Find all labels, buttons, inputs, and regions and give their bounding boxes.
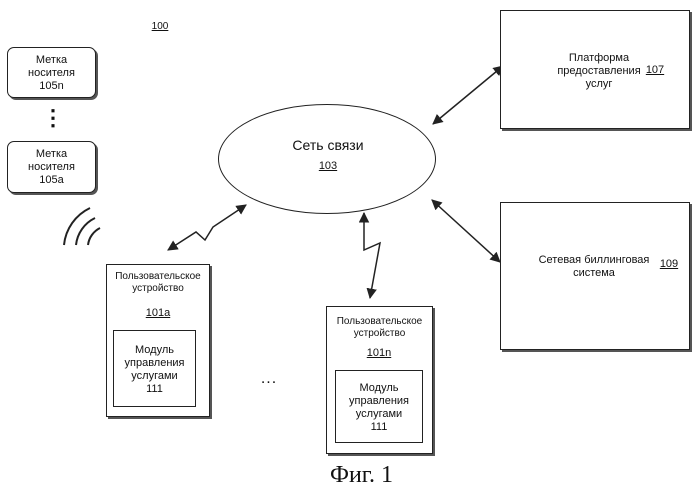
carrier-tag-105a-line2: носителя — [7, 161, 96, 174]
network-platform-arrow — [433, 66, 503, 124]
service-module-101n-id: 111 — [335, 421, 423, 434]
billing-system-line1: Сетевая биллинговая — [530, 254, 658, 267]
user-device-101a-label: Пользовательское устройство — [108, 271, 208, 295]
user-device-101n-label: Пользовательское устройство — [328, 316, 431, 340]
billing-system-line2: система — [530, 267, 658, 280]
carrier-tag-105a-label: Метка носителя 105a — [7, 148, 96, 187]
service-module-101a-line3: услугами — [113, 370, 196, 383]
service-platform-line3: услуг — [548, 78, 650, 91]
network-device-n-wireless-link — [364, 213, 380, 298]
service-module-101a-label: Модуль управления услугами 111 — [113, 344, 196, 396]
billing-system-label: Сетевая биллинговая система — [530, 254, 658, 280]
carrier-tag-105a-id: 105a — [7, 174, 96, 187]
carrier-tag-105a-line1: Метка — [7, 148, 96, 161]
user-device-101a-id: 101a — [138, 307, 178, 320]
service-module-101n-line2: управления — [335, 395, 423, 408]
user-device-101n-line2: устройство — [328, 328, 431, 340]
user-device-101n-id: 101n — [359, 347, 399, 360]
network-label: Сеть связи — [258, 137, 398, 153]
service-platform-line2: предоставления — [548, 65, 650, 78]
user-device-101a-line2: устройство — [108, 283, 208, 295]
service-platform-label: Платформа предоставления услуг — [548, 52, 650, 91]
carrier-tag-105n-id: 105n — [7, 80, 96, 93]
communication-network — [218, 104, 436, 214]
carrier-tag-105n-line2: носителя — [7, 67, 96, 80]
network-id: 103 — [308, 160, 348, 173]
user-device-101n-line1: Пользовательское — [328, 316, 431, 328]
service-module-101n-line1: Модуль — [335, 382, 423, 395]
figure-reference-number: 100 — [148, 20, 172, 33]
carrier-tag-105n-line1: Метка — [7, 54, 96, 67]
service-module-101n-line3: услугами — [335, 408, 423, 421]
network-device-a-wireless-link — [168, 205, 246, 250]
billing-system-id: 109 — [654, 258, 684, 271]
vertical-ellipsis: ⋮ — [42, 106, 62, 130]
service-module-101a-id: 111 — [113, 383, 196, 396]
user-device-101a-line1: Пользовательское — [108, 271, 208, 283]
network-billing-arrow — [432, 200, 500, 262]
horizontal-ellipsis: ... — [254, 370, 284, 388]
service-module-101n-label: Модуль управления услугами 111 — [335, 382, 423, 434]
service-module-101a-line2: управления — [113, 357, 196, 370]
carrier-tag-105n-label: Метка носителя 105n — [7, 54, 96, 93]
service-platform-id: 107 — [640, 64, 670, 77]
service-module-101a-line1: Модуль — [113, 344, 196, 357]
service-platform-line1: Платформа — [548, 52, 650, 65]
wireless-signal-icon — [64, 208, 100, 245]
figure-caption: Фиг. 1 — [330, 462, 393, 489]
